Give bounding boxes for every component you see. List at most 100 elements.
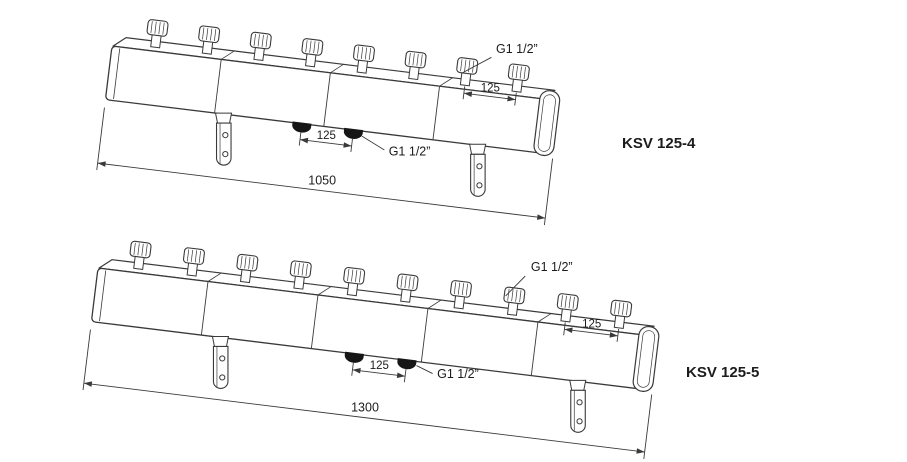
bolt-cap [449,280,472,298]
bolt-cap-facet [313,41,316,54]
union-bolt [236,253,259,284]
bracket-hole [219,355,226,362]
extension-line [563,322,566,336]
bottom-port-stub [397,358,417,370]
union-bolt [301,38,324,68]
dim-arrow [97,161,106,167]
bolt-cap-facet [457,282,461,295]
bottom-thread-label: G1 1/2” [437,367,479,381]
top-port-spacing-label: 125 [481,82,500,94]
dim-arrow [636,448,645,454]
bolt-cap-facet [408,52,411,65]
bracket-tab [569,379,587,391]
bolt-cap [556,293,579,311]
bolt-cap-facet [359,270,362,283]
model-label-ksv-125-5: KSV 125-5 [686,364,759,381]
bolt-cap-facet [404,276,407,289]
extension-line [616,328,620,342]
left-end-seam [113,48,121,100]
bolt-cap-facet [202,27,205,40]
bolt-cap-facet [468,60,471,73]
section-seam-top [427,299,442,309]
bolt-cap-facet [515,66,518,79]
overall-length-label: 1300 [351,401,379,415]
union-bolt [507,63,530,93]
section-seam [214,59,222,113]
bolt-cap-facet [305,263,308,276]
bolt-cap-facet [356,46,360,59]
union-bolt [556,293,579,323]
section-seam-top [439,77,453,87]
union-bolt [129,240,152,271]
dimension-line [97,162,546,219]
leader-line [361,135,385,151]
bolt-cap-facet [572,296,575,309]
bolt-cap-facet [347,269,350,282]
bolt-cap-facet [408,276,411,289]
bolt-cap-facet [141,243,144,256]
dim-arrow [396,372,406,379]
dimension-line [564,328,618,337]
bolt-cap [198,25,221,44]
mounting-bracket [214,112,233,166]
union-bolt [456,57,479,87]
union-bolt [610,299,633,330]
bolt-cap-facet [511,289,514,302]
bolt-cap-facet [523,67,526,80]
bolt-cap-facet [297,262,300,275]
bolt-cap-facet [253,33,256,46]
leader-line [416,365,433,374]
bolt-cap-facet [465,283,468,296]
bolt-cap [507,63,530,82]
bolt-cap-facet [133,242,136,255]
bolt-cap-facet [368,47,372,60]
bolt-cap-facet [265,35,268,48]
bottom-port-spacing-label: 125 [317,130,336,142]
model-label-ksv-125-4: KSV 125-4 [622,135,696,152]
bolt-cap-facet [618,302,621,315]
section-seam-top [317,286,332,296]
dimension-line [352,369,406,377]
bolt-cap-facet [317,41,320,54]
bolt-cap [289,260,312,279]
bolt-cap [343,266,366,285]
leader-line [505,275,526,297]
bolt-cap-facet [519,66,522,79]
bolt-cap-facet [293,262,296,275]
union-bolt [404,50,427,81]
bolt-cap-facet [364,47,368,60]
extension-line [543,158,554,226]
bolt-cap [396,273,419,292]
dim-arrow [609,332,618,338]
bolt-cap [236,253,259,272]
bolt-cap-facet [206,28,209,41]
leader-line [462,56,492,74]
section-seam [432,86,440,140]
extension-line [403,369,407,383]
bolt-cap-facet [360,47,364,60]
section-seam-top [207,272,222,282]
bolt-cap-facet [519,290,522,303]
bolt-cap-facet [261,34,264,47]
bolt-cap-facet [460,59,463,72]
bolt-cap-facet [190,249,194,262]
top-port-spacing-label: 125 [582,319,601,331]
extension-line [350,138,353,152]
bolt-cap-facet [137,243,140,256]
top-thread-label: G1 1/2” [496,42,538,56]
bracket-hole [576,418,583,425]
bracket-hole [476,163,483,170]
end-cap [632,325,660,392]
dim-arrow [352,367,361,374]
union-bolt [449,280,472,310]
end-cap-inner [636,330,656,388]
bolt-cap-facet [355,270,358,283]
bolt-cap [353,44,375,63]
bracket-tab [214,112,233,124]
dim-arrow [83,381,93,387]
section-seam [420,308,429,362]
mounting-bracket [469,143,487,197]
